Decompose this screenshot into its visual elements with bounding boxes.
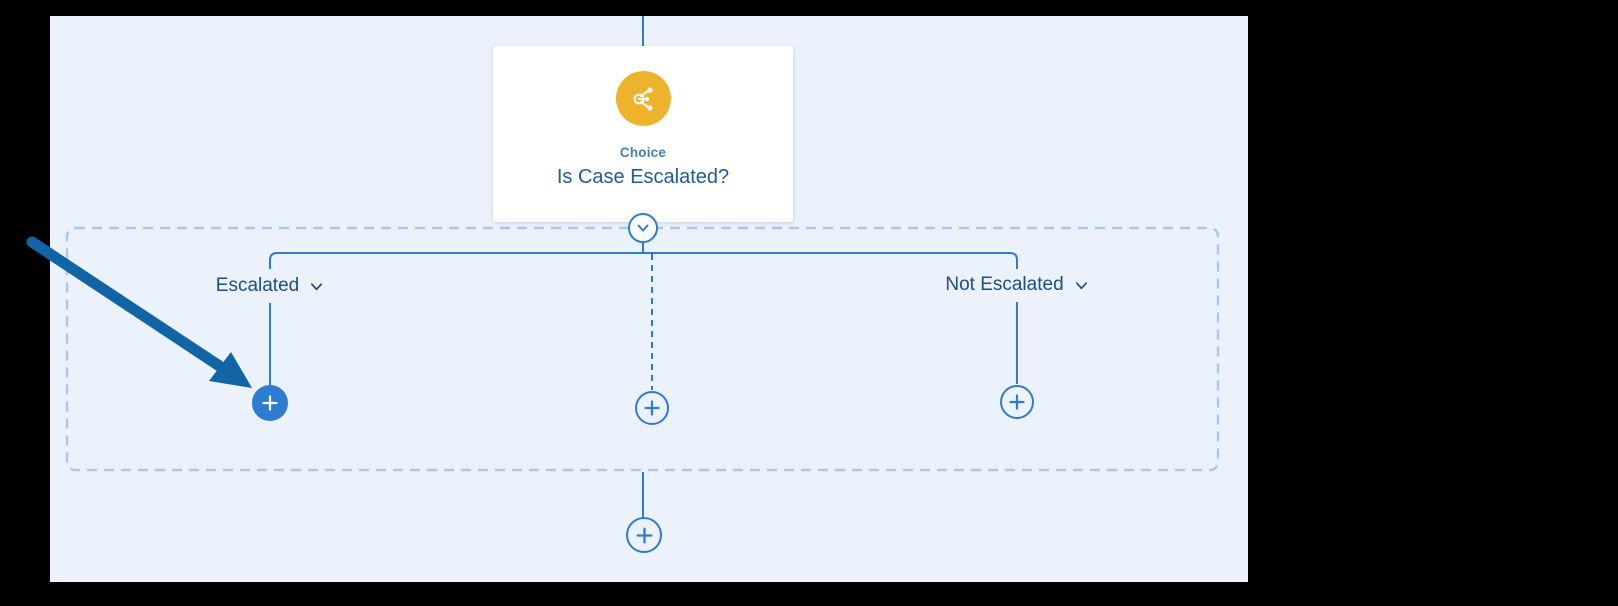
add-step-button-middle-branch[interactable] xyxy=(635,391,669,425)
plus-icon xyxy=(262,395,278,411)
add-step-button-escalated[interactable] xyxy=(252,385,288,421)
choice-node-icon-circle xyxy=(615,71,671,126)
branch-dropdown-not-escalated[interactable]: Not Escalated xyxy=(905,270,1129,300)
plus-icon xyxy=(636,527,652,543)
add-step-button-after-choice[interactable] xyxy=(626,517,662,553)
collapse-branches-button[interactable] xyxy=(628,213,658,243)
chevron-down-icon xyxy=(311,282,323,290)
branches-container xyxy=(65,226,1220,472)
node-title: Is Case Escalated? xyxy=(556,166,730,188)
chevron-down-icon xyxy=(637,224,649,232)
add-step-button-not-escalated[interactable] xyxy=(1000,385,1034,419)
plus-icon xyxy=(644,400,660,416)
choice-node-card[interactable]: Choice Is Case Escalated? xyxy=(493,46,793,222)
plus-icon xyxy=(1009,394,1025,410)
branch-dropdown-escalated[interactable]: Escalated xyxy=(175,271,365,301)
flow-canvas[interactable]: Choice Is Case Escalated? Escalated Not … xyxy=(50,16,1248,582)
node-type-label: Choice xyxy=(619,145,667,160)
branch-icon xyxy=(633,86,653,111)
chevron-down-icon xyxy=(1075,281,1087,289)
branch-label-text: Not Escalated xyxy=(945,274,1064,295)
branch-label-text: Escalated xyxy=(215,275,300,296)
